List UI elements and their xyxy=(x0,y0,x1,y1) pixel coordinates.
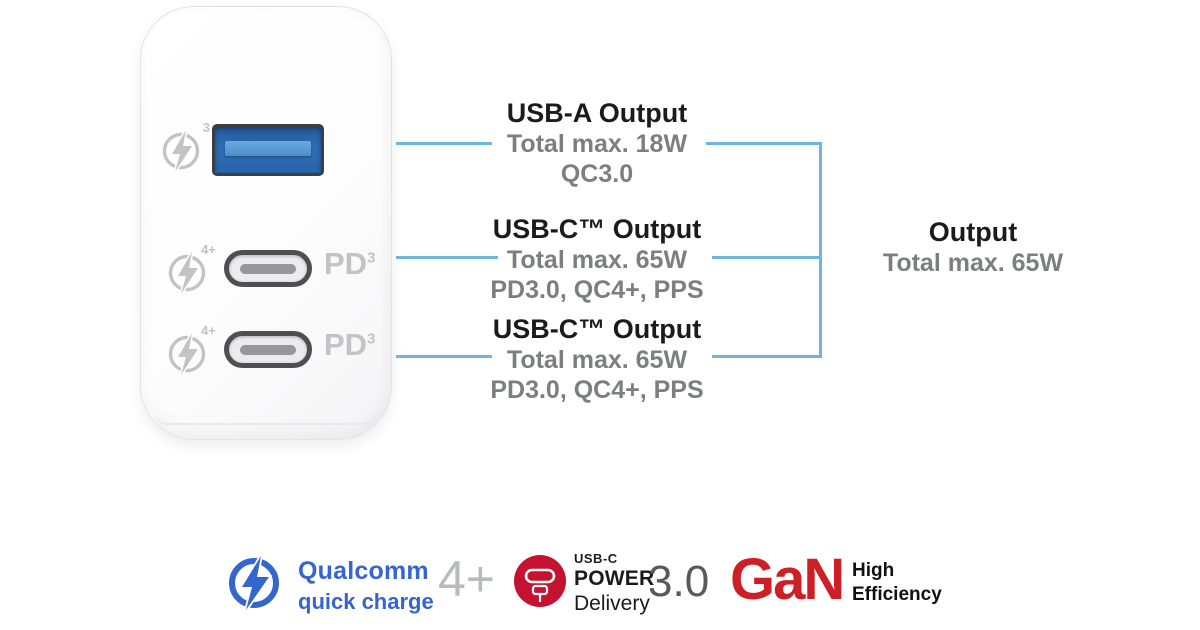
callout-line-usba-left xyxy=(396,142,492,145)
power-delivery-wordmark: USB-C POWER Delivery xyxy=(574,551,654,616)
callout-line-usbc1-right xyxy=(712,256,822,259)
usb-pd-logo xyxy=(512,553,568,614)
quick-charge-bolt-icon xyxy=(168,332,206,376)
quick-charge-bolt-icon xyxy=(229,555,279,612)
callout-usba: USB-A Output Total max. 18W QC3.0 xyxy=(432,98,762,189)
callout-spec: QC3.0 xyxy=(560,160,634,188)
qualcomm-quick-charge-logo xyxy=(226,548,288,619)
pd-text: PD xyxy=(324,246,368,281)
callout-detail: Total max. 65W xyxy=(506,346,688,374)
callout-spec: PD3.0, QC4+, PPS xyxy=(490,276,704,304)
pd-port-label: PD3 xyxy=(324,246,375,282)
gan-tagline: High Efficiency xyxy=(852,559,942,607)
usb-c-port xyxy=(224,250,312,287)
callout-detail: Total max. 18W xyxy=(506,130,688,158)
output-detail: Total max. 65W xyxy=(882,249,1064,277)
quick-charge-version: 4+ xyxy=(438,551,496,607)
callout-line-usba-right xyxy=(706,142,822,145)
usb-a-port xyxy=(212,124,324,176)
output-summary: Output Total max. 65W xyxy=(858,216,1088,278)
quick-charge-bolt-icon xyxy=(168,251,206,295)
quick-charge-text: quick charge xyxy=(298,589,434,614)
pd-port-label: PD3 xyxy=(324,327,375,363)
callout-title: USB-C™ Output xyxy=(492,214,702,244)
pd-superscript: 3 xyxy=(367,249,376,267)
callout-line-usbc2-right xyxy=(712,355,822,358)
callout-line-vertical xyxy=(819,142,822,358)
output-title: Output xyxy=(928,217,1018,247)
callout-usbc2: USB-C™ Output Total max. 65W PD3.0, QC4+… xyxy=(432,314,762,405)
pd-usbc-label: USB-C xyxy=(574,551,618,566)
callout-usbc1: USB-C™ Output Total max. 65W PD3.0, QC4+… xyxy=(432,214,762,305)
usb-c-tongue xyxy=(240,263,296,274)
gan-logo: GaN xyxy=(730,547,845,612)
callout-line-usbc2-left xyxy=(396,355,492,358)
quick-charge-icon: 4+ xyxy=(166,242,216,298)
usb-a-tongue xyxy=(225,141,311,156)
qc-superscript: 4+ xyxy=(201,323,216,338)
pd-power-label: POWER xyxy=(574,567,655,590)
qualcomm-brand: Qualcomm xyxy=(298,557,429,585)
callout-spec: PD3.0, QC4+, PPS xyxy=(490,376,704,404)
usb-c-port xyxy=(224,331,312,368)
callout-line-usbc1-left xyxy=(396,256,498,259)
charger-seam xyxy=(155,413,377,425)
callout-title: USB-A Output xyxy=(506,98,688,128)
qualcomm-wordmark: Qualcomm quick charge xyxy=(298,557,434,615)
qc-superscript: 3 xyxy=(202,120,210,135)
pd-superscript: 3 xyxy=(367,330,376,348)
qc-superscript: 4+ xyxy=(201,242,216,257)
pd-delivery-label: Delivery xyxy=(574,592,650,615)
quick-charge-icon: 4+ xyxy=(166,323,216,379)
gan-tagline-line2: Efficiency xyxy=(852,584,942,605)
gan-tagline-line1: High xyxy=(852,560,895,581)
callout-title: USB-C™ Output xyxy=(492,314,702,344)
quick-charge-icon: 3 xyxy=(160,120,210,176)
pd-text: PD xyxy=(324,327,368,362)
power-delivery-version: 3.0 xyxy=(648,557,710,606)
usb-c-tongue xyxy=(240,344,296,355)
callout-detail: Total max. 65W xyxy=(506,246,688,274)
quick-charge-bolt-icon xyxy=(162,129,200,173)
usb-c-connector-icon xyxy=(514,555,566,607)
